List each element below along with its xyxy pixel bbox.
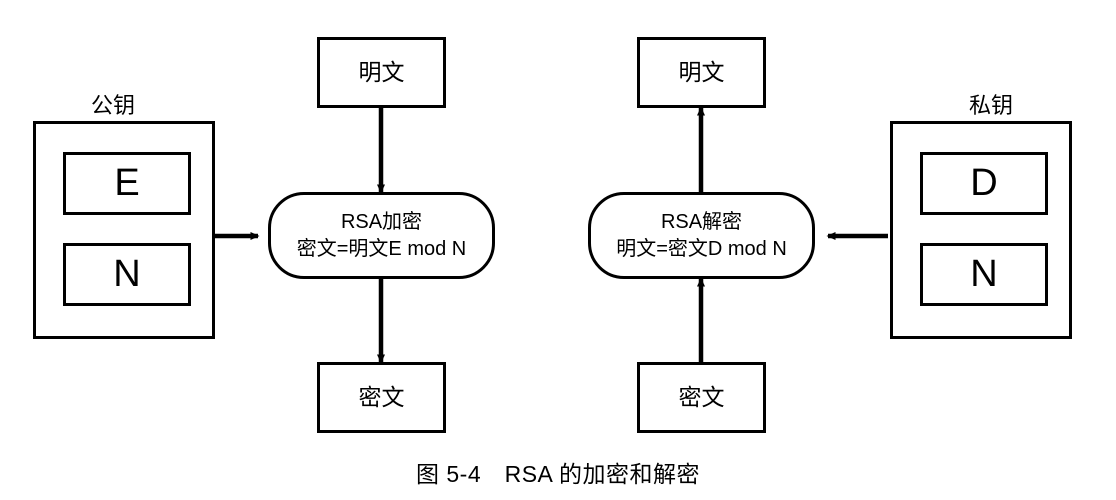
right-plaintext-box: 明文 (637, 37, 766, 108)
rsa-decrypt-line1: RSA解密 (660, 210, 743, 233)
private-key-letter-n: N (920, 243, 1048, 306)
rsa-encrypt-line1: RSA加密 (340, 210, 423, 233)
public-key-letter-e: E (63, 152, 191, 215)
left-plaintext-box: 明文 (317, 37, 446, 108)
rsa-decrypt-line2: 明文=密文D mod N (616, 237, 787, 260)
public-key-frame: E N (33, 121, 215, 339)
public-key-letter-n: N (63, 243, 191, 306)
figure-caption: 图 5-4 RSA 的加密和解密 (415, 461, 701, 487)
rsa-encrypt-process: RSA加密 密文=明文E mod N (268, 192, 495, 279)
private-key-frame: D N (890, 121, 1072, 339)
private-key-letter-d: D (920, 152, 1048, 215)
public-key-label: 公钥 (90, 93, 135, 118)
rsa-encrypt-line2: 密文=明文E mod N (296, 237, 467, 260)
rsa-decrypt-process: RSA解密 明文=密文D mod N (588, 192, 815, 279)
right-ciphertext-box: 密文 (637, 362, 766, 433)
left-ciphertext-box: 密文 (317, 362, 446, 433)
private-key-label: 私钥 (968, 93, 1013, 118)
